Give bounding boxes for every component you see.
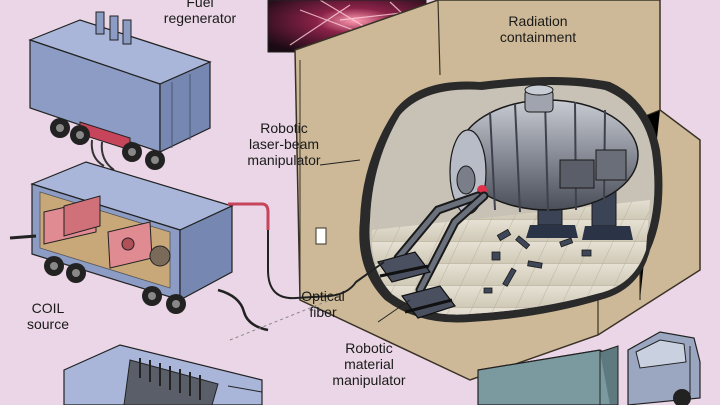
reactor-vessel	[449, 84, 639, 240]
optical-fiber-label-line1: Optical	[301, 288, 345, 304]
robotic-manipulators	[377, 191, 489, 319]
coil-source-label-line2: source	[26, 316, 70, 332]
optical-fiber-label-line2: fiber	[309, 304, 337, 320]
fuel-regenerator-trailer	[28, 11, 212, 170]
laser-manipulator-leader	[319, 159, 361, 166]
fuel-hoses	[90, 139, 115, 171]
equipment-trailer	[63, 344, 263, 405]
laser-beam-manipulator-label-line2: laser-beam	[248, 136, 320, 152]
debris-pieces	[483, 228, 592, 294]
fuel-regenerator-label-line2: regenerator	[163, 10, 237, 26]
radiation-containment-label-line2: containment	[499, 29, 577, 45]
laser-beam-manipulator-label: Robotic laser-beam manipulator	[234, 120, 334, 168]
radiation-containment-label: Radiation containment	[482, 13, 594, 45]
material-manipulator-leader	[377, 299, 411, 323]
laser-beam-manipulator-label-line3: manipulator	[247, 152, 321, 168]
power-cable	[217, 288, 269, 332]
coil-laser-trailer	[9, 161, 234, 314]
coil-source-label-line1: COIL	[31, 300, 65, 316]
fuel-regenerator-label-line1: Fuel	[186, 0, 214, 10]
optical-fiber-label: Optical fiber	[288, 288, 358, 320]
radiation-containment-label-line1: Radiation	[508, 13, 568, 29]
material-manipulator-label-line1: Robotic	[345, 340, 393, 356]
fiber-connector	[228, 202, 270, 230]
material-manipulator-label: Robotic material manipulator	[318, 340, 420, 388]
transport-truck	[477, 331, 701, 405]
material-manipulator-label-line3: manipulator	[332, 372, 406, 388]
laser-beam-manipulator-label-line1: Robotic	[260, 120, 308, 136]
fuel-regenerator-label: Fuel regenerator	[148, 0, 252, 26]
coil-source-label: COIL source	[20, 300, 76, 332]
material-manipulator-label-line2: material	[344, 356, 394, 372]
